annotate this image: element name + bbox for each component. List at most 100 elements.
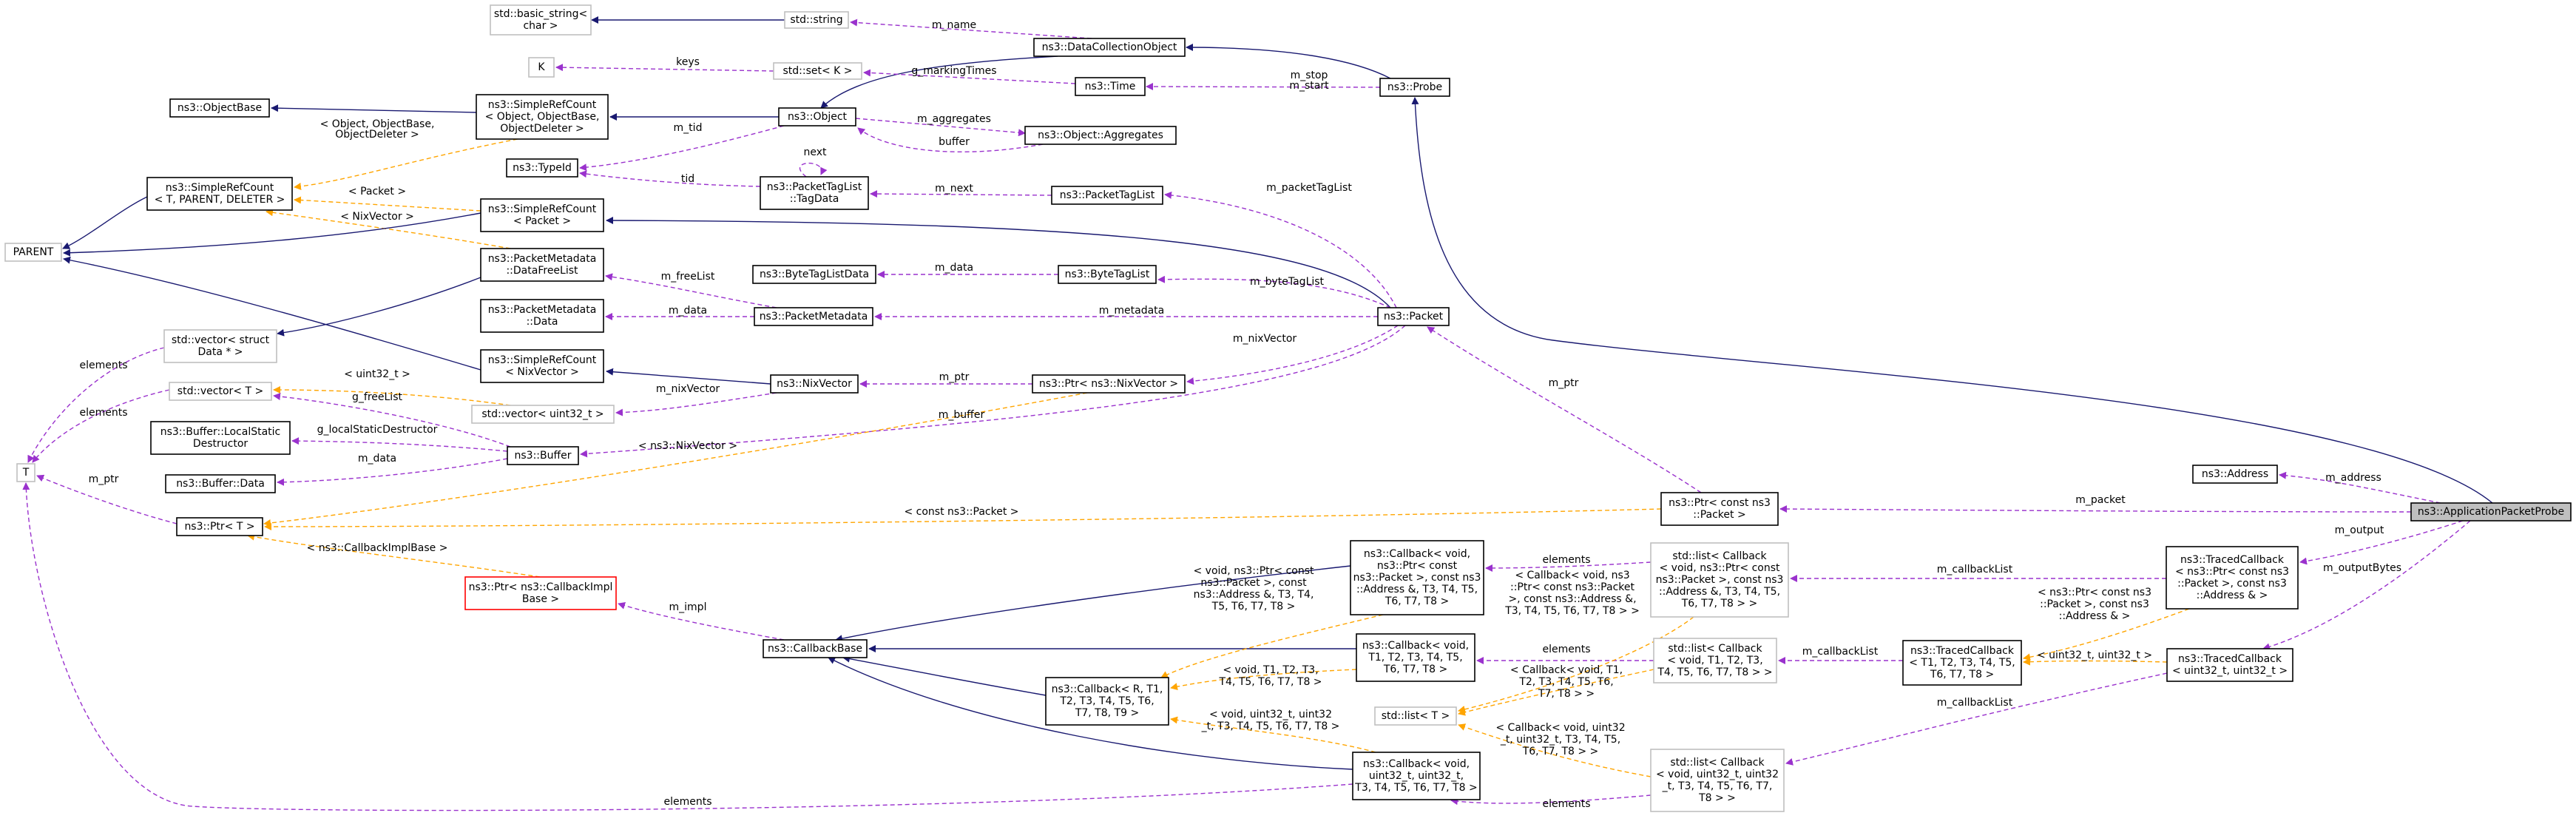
edge-label: T2, T3, T4, T5, T6, <box>1518 676 1613 688</box>
class-node-ptr-t[interactable]: ns3::Ptr< T > <box>176 517 263 536</box>
class-node-callbackbase[interactable]: ns3::CallbackBase <box>763 639 868 658</box>
class-node-vec-t[interactable]: std::vector< T > <box>169 382 272 401</box>
class-box <box>1352 752 1481 800</box>
class-node-tagdata[interactable]: ns3::PacketTagList::TagData <box>760 176 869 210</box>
class-node-basic-string[interactable]: std::basic_string<char > <box>490 4 592 36</box>
class-box <box>506 158 578 178</box>
class-node-src-packet[interactable]: ns3::SimpleRefCount< Packet > <box>480 198 604 232</box>
class-box <box>2166 648 2293 682</box>
class-node-ptr-callbackimpl[interactable]: ns3::Ptr< ns3::CallbackImplBase > <box>464 576 617 610</box>
class-box <box>752 265 876 284</box>
edge-typeid-object <box>579 125 785 172</box>
edge-vecstruct-datafreelist <box>277 277 481 337</box>
class-box <box>1377 307 1450 326</box>
edge-label: T5, T6, T7, T8 > <box>1211 601 1296 612</box>
class-node-packetmetadata[interactable]: ns3::PacketMetadata <box>754 307 873 326</box>
class-name-line: Data * > <box>197 346 243 358</box>
class-name-line: T3, T4, T5, T6, T7, T8 > <box>1354 782 1477 794</box>
class-node-src-nixvector[interactable]: ns3::SimpleRefCount< NixVector > <box>480 349 604 383</box>
class-name-line: ns3::Ptr< ns3::NixVector > <box>1039 378 1178 390</box>
class-node-list-t[interactable]: std::list< T > <box>1374 706 1457 726</box>
class-node-datacollectionobject[interactable]: ns3::DataCollectionObject <box>1033 38 1186 57</box>
edge-label: elements <box>1542 644 1590 655</box>
class-node-tracedcallback-packet[interactable]: ns3::TracedCallback< ns3::Ptr< const ns3… <box>2166 546 2299 610</box>
class-name-line: Base > <box>522 593 559 605</box>
class-box <box>528 57 555 78</box>
class-node-bytetaglist[interactable]: ns3::ByteTagList <box>1058 265 1157 284</box>
class-box <box>754 307 873 326</box>
edge-probe-app <box>1411 97 2493 504</box>
edge-label: < uint32_t > <box>344 368 410 380</box>
class-name-line: T6, T7, T8 > <box>1930 669 1994 681</box>
class-name-line: _t, T3, T4, T5, T6, T7, <box>1662 780 1773 792</box>
edge-dco-probe <box>1186 44 1391 79</box>
edge-label: m_callbackList <box>1937 697 2013 709</box>
class-node-callback-r[interactable]: ns3::Callback< R, T1,T2, T3, T4, T5, T6,… <box>1045 677 1169 726</box>
class-node-probe[interactable]: ns3::Probe <box>1379 78 1450 97</box>
class-node-apppacketprobe[interactable]: ns3::ApplicationPacketProbe <box>2410 502 2572 521</box>
class-box <box>1374 706 1457 726</box>
edge-T-ptrT <box>36 474 178 524</box>
edge-label: elements <box>79 407 127 419</box>
class-box <box>770 374 859 394</box>
class-node-vec-uint32[interactable]: std::vector< uint32_t > <box>471 405 615 424</box>
class-node-callback-void-t1[interactable]: ns3::Callback< void,T1, T2, T3, T4, T5,T… <box>1356 633 1475 682</box>
class-node-object[interactable]: ns3::Object <box>778 107 856 126</box>
class-node-address[interactable]: ns3::Address <box>2192 465 2278 484</box>
class-node-tracedcallback-t1[interactable]: ns3::TracedCallback< T1, T2, T3, T4, T5,… <box>1902 640 2022 686</box>
edge-label: m_freeList <box>661 271 715 283</box>
class-name-line: ns3::Ptr< ns3::CallbackImpl <box>469 581 613 593</box>
class-node-bytetaglistdata[interactable]: ns3::ByteTagListData <box>752 265 876 284</box>
class-node-src-object[interactable]: ns3::SimpleRefCount< Object, ObjectBase,… <box>476 94 609 140</box>
class-name-line: ns3::ByteTagList <box>1065 269 1150 280</box>
class-node-aggregates[interactable]: ns3::Object::Aggregates <box>1024 126 1177 145</box>
class-node-std-string[interactable]: std::string <box>784 11 849 29</box>
class-node-buffer[interactable]: ns3::Buffer <box>507 446 579 465</box>
edge-label: m_packet <box>2075 494 2126 506</box>
class-name-line: ns3::PacketMetadata <box>488 253 597 265</box>
class-node-list-callback-packet[interactable]: std::list< Callback< void, ns3::Ptr< con… <box>1650 542 1789 618</box>
class-node-packet[interactable]: ns3::Packet <box>1377 307 1450 326</box>
class-node-k[interactable]: K <box>528 57 555 78</box>
class-name-line: ns3::ByteTagListData <box>760 269 869 280</box>
edge-label: ObjectDeleter > <box>335 129 419 141</box>
class-node-typeid[interactable]: ns3::TypeId <box>506 158 578 178</box>
class-node-parent[interactable]: PARENT <box>4 243 62 262</box>
class-node-list-callback-t1[interactable]: std::list< Callback< void, T1, T2, T3,T4… <box>1653 638 1777 683</box>
edge-listT-listuint <box>1458 723 1652 777</box>
class-node-nixvector[interactable]: ns3::NixVector <box>770 374 859 394</box>
class-box <box>476 94 609 140</box>
edge-label: m_name <box>932 19 976 31</box>
class-node-ptr-const-packet[interactable]: ns3::Ptr< const ns3::Packet > <box>1660 492 1779 526</box>
class-node-pm-data[interactable]: ns3::PacketMetadata::Data <box>480 299 604 333</box>
class-node-list-callback-uint32[interactable]: std::list< Callback< void, uint32_t, uin… <box>1650 749 1785 812</box>
class-node-t[interactable]: T <box>16 463 36 482</box>
class-name-line: ns3::Probe <box>1387 81 1442 93</box>
class-box <box>169 382 272 401</box>
class-node-tracedcallback-uint32[interactable]: ns3::TracedCallback< uint32_t, uint32_t … <box>2166 648 2293 682</box>
class-node-packettaglist[interactable]: ns3::PacketTagList <box>1051 186 1163 205</box>
class-node-callback-uint32[interactable]: ns3::Callback< void,uint32_t, uint32_t,T… <box>1352 752 1481 800</box>
class-node-datafreelist[interactable]: ns3::PacketMetadata::DataFreeList <box>480 248 604 282</box>
edge-label: < uint32_t, uint32_t > <box>2037 649 2152 661</box>
class-node-callback-packet-address[interactable]: ns3::Callback< void,ns3::Ptr< constns3::… <box>1350 540 1484 615</box>
edge-parent-srcNix <box>63 256 481 371</box>
class-box <box>1650 542 1789 618</box>
edge-label: m_callbackList <box>1802 646 1879 658</box>
class-node-time[interactable]: ns3::Time <box>1075 77 1146 96</box>
class-node-ptr-nixvector[interactable]: ns3::Ptr< ns3::NixVector > <box>1032 374 1186 394</box>
class-name-line: T6, T7, T8 > <box>1383 664 1447 675</box>
edge-label: elements <box>1542 798 1590 810</box>
class-node-src-t[interactable]: ns3::SimpleRefCount< T, PARENT, DELETER … <box>146 177 293 211</box>
edge-packet-ptrconstpacket <box>1427 326 1702 493</box>
class-node-objectbase[interactable]: ns3::ObjectBase <box>169 98 270 118</box>
edge-label: m_ptr <box>939 371 970 383</box>
class-node-buffer-data[interactable]: ns3::Buffer::Data <box>165 474 276 493</box>
class-box <box>1356 633 1475 682</box>
edge-tagdata-ptl <box>870 190 1052 198</box>
class-node-set-k[interactable]: std::set< K > <box>773 62 862 80</box>
edge-label: g_localStaticDestructor <box>317 424 438 436</box>
